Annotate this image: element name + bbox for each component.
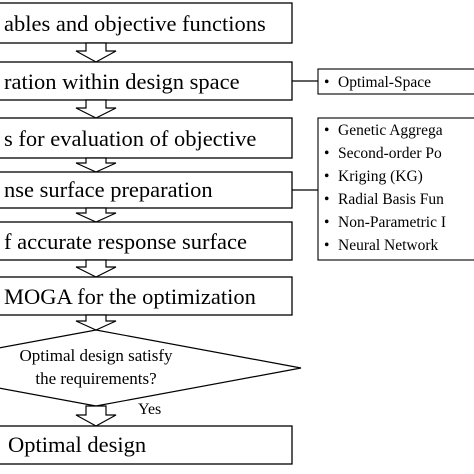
step-label-response-surface: nse surface preparation [4, 177, 213, 202]
side-note-box-methods [317, 117, 474, 261]
step-label-generation: ration within design space [4, 69, 240, 94]
bullet-icon: • [324, 122, 329, 139]
down-arrow-5 [75, 259, 117, 278]
down-arrow-4 [75, 207, 117, 223]
step-label-evaluation: s for evaluation of objective [4, 126, 256, 151]
bullet-icon: • [324, 168, 329, 185]
decision-line-1: Optimal design satisfy [20, 346, 173, 365]
side-note-item: Kriging (KG) [338, 168, 423, 185]
down-arrow-3 [75, 157, 117, 173]
final-box-optimal-design [0, 425, 293, 465]
bullet-icon: • [324, 214, 329, 231]
step-label-moga: MOGA for the optimization [4, 284, 256, 309]
step-box-generation [0, 61, 293, 101]
step-box-variables [0, 2, 293, 44]
bullet-icon: • [324, 74, 329, 91]
side-note-space-label: Optimal-Space [338, 74, 431, 91]
step-label-accurate-surface: f accurate response surface [4, 229, 247, 254]
side-note-box-space [317, 68, 474, 95]
step-box-moga [0, 276, 293, 316]
down-arrow-2 [75, 99, 117, 119]
side-note-item: Second-order Po [338, 145, 442, 162]
step-label-variables: ables and objective functions [4, 11, 266, 36]
bullet-icon: • [324, 191, 329, 208]
side-note-item: Neural Network [338, 237, 439, 254]
down-arrow-1 [75, 42, 117, 63]
bullet-icon: • [324, 237, 329, 254]
decision-line-2: the requirements? [35, 369, 156, 388]
step-box-accurate-surface [0, 221, 293, 261]
down-arrow-6 [75, 314, 117, 331]
decision-diamond [0, 329, 302, 407]
yes-label: Yes [138, 401, 161, 418]
side-note-item: Non-Parametric I [338, 214, 446, 231]
down-arrow-yes [75, 405, 117, 427]
side-note-item: Radial Basis Fun [338, 191, 444, 208]
step-box-evaluation [0, 117, 293, 159]
bullet-icon: • [324, 145, 329, 162]
side-note-item: Genetic Aggrega [338, 122, 443, 139]
final-label-optimal-design: Optimal design [8, 432, 146, 457]
